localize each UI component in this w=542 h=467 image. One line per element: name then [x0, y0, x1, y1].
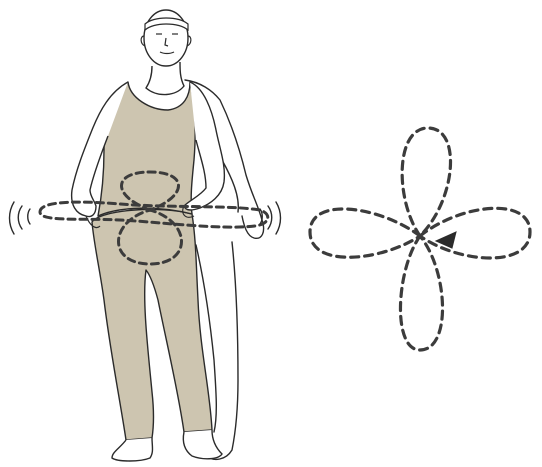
pants — [92, 209, 212, 440]
four-petal-loop-icon — [310, 128, 530, 350]
petal-bottom — [400, 236, 442, 350]
right-foot — [183, 430, 222, 459]
person-figure — [72, 10, 225, 461]
petal-left — [310, 209, 420, 257]
direction-arrow-icon — [436, 232, 456, 248]
left-foot — [112, 438, 153, 461]
